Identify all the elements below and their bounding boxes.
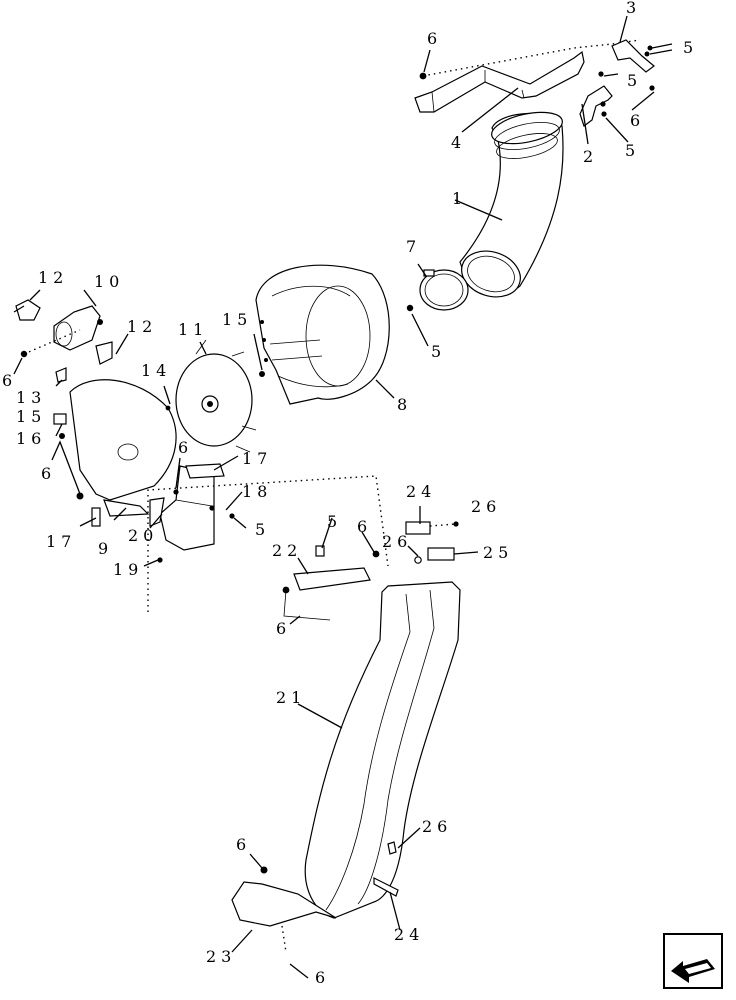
callout-6: 6 <box>427 29 442 48</box>
callout-2: 2 <box>583 147 598 166</box>
callout-18: 18 <box>242 482 272 501</box>
part-10-motor <box>15 299 113 365</box>
callout-6: 6 <box>41 464 56 483</box>
part-23-bottom-bracket <box>231 841 399 953</box>
part-7-clamp <box>419 269 469 311</box>
part-18-mount-bracket <box>149 463 235 563</box>
callout-17: 17 <box>46 532 76 551</box>
back-navigation-button[interactable] <box>663 933 723 989</box>
callout-12: 12 <box>38 268 68 287</box>
part-11-impeller <box>175 339 265 453</box>
leader-lines <box>13 15 673 979</box>
callout-3: 3 <box>626 0 641 17</box>
callout-6: 6 <box>630 111 645 130</box>
callout-26: 26 <box>382 532 412 551</box>
callout-6: 6 <box>178 438 193 457</box>
callout-15: 15 <box>222 310 252 329</box>
callout-6: 6 <box>236 835 251 854</box>
callout-6: 6 <box>357 517 372 536</box>
callout-1: 1 <box>452 189 467 208</box>
part-2-bracket <box>579 71 655 127</box>
callout-4: 4 <box>451 133 466 152</box>
callout-6: 6 <box>315 968 330 987</box>
callout-7: 7 <box>406 237 421 256</box>
callout-11: 11 <box>178 320 208 339</box>
callout-19: 19 <box>113 560 143 579</box>
callout-6: 6 <box>2 371 17 390</box>
callout-15: 15 <box>16 407 46 426</box>
callout-10: 10 <box>94 272 124 291</box>
callout-20: 20 <box>128 526 158 545</box>
part-4-strap <box>414 50 585 113</box>
callout-26: 26 <box>422 817 452 836</box>
callout-5: 5 <box>625 141 640 160</box>
callout-5: 5 <box>431 342 446 361</box>
callout-8: 8 <box>397 395 412 414</box>
part-24-clip <box>405 521 459 535</box>
callout-21: 21 <box>276 688 306 707</box>
part-25-clip <box>414 547 455 564</box>
callout-17: 17 <box>242 449 272 468</box>
part-22-bracket <box>282 545 380 621</box>
callout-5: 5 <box>683 38 698 57</box>
callout-14: 14 <box>141 361 171 380</box>
callout-13: 13 <box>16 388 46 407</box>
callout-5: 5 <box>255 520 270 539</box>
hardware-left <box>20 329 101 527</box>
callout-6: 6 <box>276 619 291 638</box>
part-21-long-duct <box>304 581 461 919</box>
callout-23: 23 <box>206 947 236 966</box>
part-1-duct-elbow <box>459 111 564 298</box>
callout-24: 24 <box>394 925 424 944</box>
callout-9: 9 <box>98 539 113 558</box>
callout-25: 25 <box>483 543 513 562</box>
callout-22: 22 <box>272 541 302 560</box>
part-8-blower-housing <box>255 264 414 405</box>
back-arrow-icon <box>663 933 723 989</box>
callout-12: 12 <box>127 317 157 336</box>
callout-5: 5 <box>327 512 342 531</box>
callout-16: 16 <box>16 429 46 448</box>
part-9-back-plate <box>69 379 177 517</box>
part-3-bracket <box>611 39 655 73</box>
callout-labels: 1 2 3 4 5 5 5 5 5 5 6 6 6 6 6 6 6 6 6 7 … <box>2 0 698 987</box>
callout-24: 24 <box>406 482 436 501</box>
callout-5: 5 <box>627 71 642 90</box>
callout-26: 26 <box>471 497 501 516</box>
